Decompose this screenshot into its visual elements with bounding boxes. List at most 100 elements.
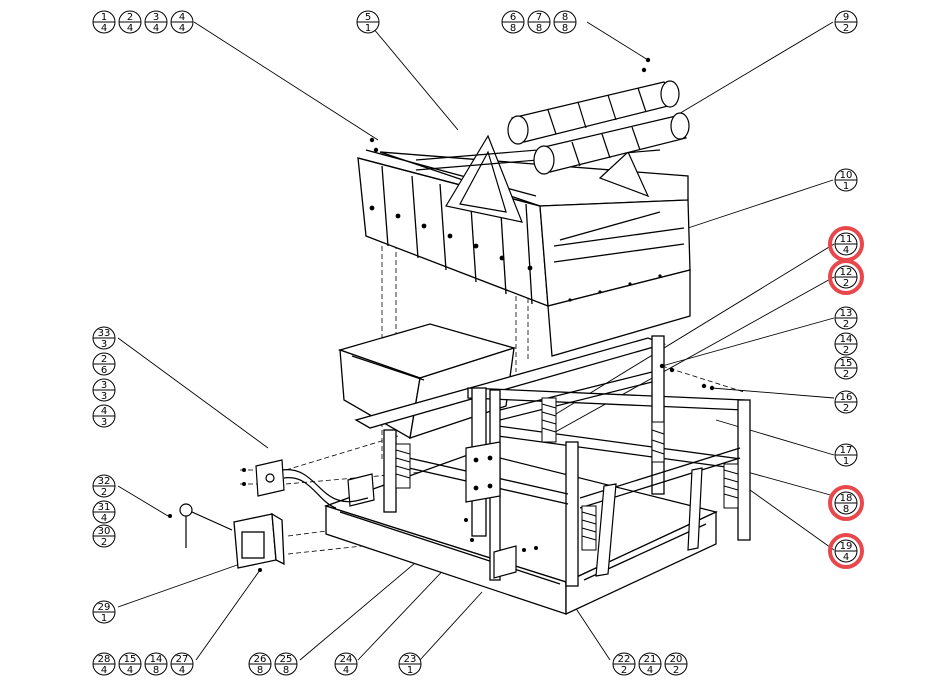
junction-box <box>255 459 285 497</box>
callout-balloon-c22: 222 <box>612 652 636 676</box>
control-panel <box>233 512 285 569</box>
callout-balloon-c9: 92 <box>834 10 858 34</box>
callout-balloon-c30: 302 <box>92 524 116 548</box>
item-number: 12 <box>840 267 853 278</box>
item-number: 26 <box>254 654 267 665</box>
item-quantity: 2 <box>621 665 627 676</box>
item-number: 22 <box>618 654 631 665</box>
item-number: 14 <box>150 654 163 665</box>
item-quantity: 2 <box>843 319 849 330</box>
callout-balloon-c19: 194 <box>828 533 864 569</box>
item-number: 8 <box>562 12 568 23</box>
item-number: 21 <box>644 654 657 665</box>
item-number: 23 <box>404 654 417 665</box>
callout-balloon-c2b: 26 <box>92 352 116 376</box>
item-number: 17 <box>840 445 853 456</box>
item-quantity: 1 <box>843 181 849 192</box>
item-quantity: 2 <box>101 537 107 548</box>
item-number: 14 <box>840 334 853 345</box>
item-number: 15 <box>124 654 137 665</box>
highlight-ring <box>828 485 864 521</box>
basket-bolts <box>369 205 662 302</box>
callout-balloon-c15: 152 <box>834 356 858 380</box>
item-quantity: 1 <box>843 456 849 467</box>
callout-balloon-c1: 14 <box>92 10 116 34</box>
lifting-linkage <box>347 467 703 579</box>
callout-balloon-c32: 322 <box>92 474 116 498</box>
callout-balloon-c27: 274 <box>170 652 194 676</box>
item-number: 32 <box>98 476 111 487</box>
item-quantity: 4 <box>101 23 107 34</box>
item-number: 16 <box>840 392 853 403</box>
cable-conduit <box>281 469 369 509</box>
item-number: 30 <box>98 526 111 537</box>
item-quantity: 4 <box>153 23 159 34</box>
item-quantity: 3 <box>101 339 107 350</box>
vibratory-motor <box>533 112 690 175</box>
coil-springs <box>395 397 739 551</box>
item-number: 24 <box>340 654 353 665</box>
item-quantity: 8 <box>562 23 568 34</box>
item-quantity: 1 <box>101 613 107 624</box>
item-quantity: 4 <box>127 665 133 676</box>
item-quantity: 4 <box>127 23 133 34</box>
vibratory-motor <box>507 80 680 145</box>
callout-balloon-c3: 34 <box>144 10 168 34</box>
item-quantity: 8 <box>510 23 516 34</box>
item-quantity: 3 <box>101 391 107 402</box>
leader-lines <box>117 21 835 661</box>
callout-balloon-c3b: 33 <box>92 378 116 402</box>
highlight-ring <box>828 533 864 569</box>
callout-balloon-c4b: 43 <box>92 404 116 428</box>
callout-balloon-c17: 171 <box>834 443 858 467</box>
item-number: 6 <box>510 12 516 23</box>
item-number: 18 <box>840 493 853 504</box>
item-quantity: 2 <box>843 23 849 34</box>
item-quantity: 8 <box>153 665 159 676</box>
item-number: 29 <box>98 602 111 613</box>
item-quantity: 6 <box>101 365 107 376</box>
item-quantity: 4 <box>101 665 107 676</box>
callout-balloon-c8: 88 <box>553 10 577 34</box>
level-sensor <box>179 503 233 548</box>
item-number: 13 <box>840 308 853 319</box>
item-number: 4 <box>101 406 107 417</box>
item-number: 28 <box>98 654 111 665</box>
item-quantity: 8 <box>257 665 263 676</box>
callout-balloon-c7: 78 <box>527 10 551 34</box>
item-number: 11 <box>840 234 853 245</box>
item-number: 25 <box>280 654 293 665</box>
item-quantity: 2 <box>843 278 849 289</box>
item-number: 20 <box>670 654 683 665</box>
item-number: 2 <box>127 12 133 23</box>
callout-balloon-c26: 268 <box>248 652 272 676</box>
base-skid <box>323 451 718 616</box>
item-number: 19 <box>840 541 853 552</box>
item-quantity: 2 <box>101 487 107 498</box>
item-quantity: 3 <box>101 417 107 428</box>
item-quantity: 4 <box>647 665 653 676</box>
callout-balloon-c28: 284 <box>92 652 116 676</box>
callout-balloon-c20: 202 <box>664 652 688 676</box>
callout-balloon-c14: 142 <box>834 332 858 356</box>
item-quantity: 8 <box>843 504 849 515</box>
item-number: 2 <box>101 354 107 365</box>
callout-balloon-c33: 333 <box>92 326 116 350</box>
item-number: 9 <box>843 12 849 23</box>
callout-balloon-c6: 68 <box>501 10 525 34</box>
item-quantity: 4 <box>843 245 849 256</box>
item-number: 33 <box>98 328 111 339</box>
callout-balloon-c31: 314 <box>92 500 116 524</box>
highlight-ring <box>828 259 864 295</box>
item-quantity: 4 <box>343 665 349 676</box>
item-quantity: 2 <box>843 403 849 414</box>
item-number: 3 <box>101 380 107 391</box>
callout-balloon-c21: 214 <box>638 652 662 676</box>
callout-balloon-c4: 44 <box>170 10 194 34</box>
item-quantity: 4 <box>101 513 107 524</box>
item-number: 27 <box>176 654 189 665</box>
part-callouts: 1424344451687888921011141221321421521621… <box>92 10 864 676</box>
item-quantity: 2 <box>673 665 679 676</box>
